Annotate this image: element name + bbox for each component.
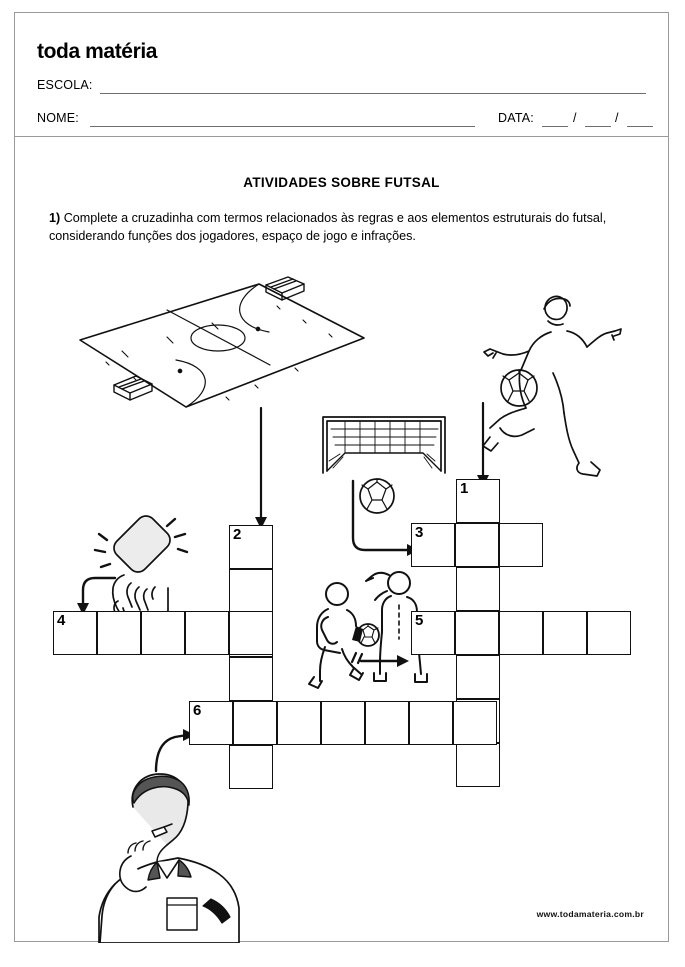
- crossword-cell[interactable]: [277, 701, 321, 745]
- crossword-cell[interactable]: [409, 701, 453, 745]
- crossword-cell[interactable]: [141, 611, 185, 655]
- crossword-cell[interactable]: [233, 701, 277, 745]
- crossword-clue-number-1: 1: [460, 480, 469, 497]
- crossword-cell[interactable]: [456, 743, 500, 787]
- crossword-cell-start-2[interactable]: 2: [229, 525, 273, 569]
- crossword-cell[interactable]: [229, 745, 273, 789]
- footer-url: www.todamateria.com.br: [536, 909, 644, 919]
- crossword-cell[interactable]: [499, 523, 543, 567]
- crossword-cell[interactable]: [229, 657, 273, 701]
- escola-label: ESCOLA:: [37, 78, 93, 92]
- crossword-cell[interactable]: [456, 655, 500, 699]
- data-label: DATA:: [498, 111, 534, 125]
- crossword-cell[interactable]: [229, 611, 273, 655]
- data-month-line[interactable]: [585, 126, 611, 127]
- crossword-cell[interactable]: [455, 523, 499, 567]
- crossword-clue-number-3: 3: [415, 524, 424, 541]
- crossword-cell-start-4[interactable]: 4: [53, 611, 97, 655]
- crossword-cell[interactable]: [453, 701, 497, 745]
- instruction-text: 1) Complete a cruzadinha com termos rela…: [49, 209, 629, 246]
- crossword-cell-start-6[interactable]: 6: [189, 701, 233, 745]
- crossword-cell-start-5[interactable]: 5: [411, 611, 455, 655]
- data-day-line[interactable]: [542, 126, 568, 127]
- crossword-cell-start-1[interactable]: 1: [456, 479, 500, 523]
- crossword-clue-number-5: 5: [415, 612, 424, 629]
- crossword-cell[interactable]: [365, 701, 409, 745]
- brand-logo: toda matéria: [37, 40, 158, 63]
- data-year-line[interactable]: [627, 126, 653, 127]
- crossword-cell[interactable]: [229, 569, 273, 613]
- page-title: ATIVIDADES SOBRE FUTSAL: [243, 175, 440, 190]
- data-slash-1: /: [573, 111, 577, 125]
- crossword-cell[interactable]: [97, 611, 141, 655]
- worksheet-page: toda matéria ESCOLA: NOME: DATA: / / ATI…: [14, 12, 670, 943]
- crossword-clue-number-2: 2: [233, 526, 242, 543]
- crossword-grid[interactable]: 1 2 3 4 5 6: [15, 13, 670, 943]
- crossword-cell[interactable]: [499, 611, 543, 655]
- crossword-cell[interactable]: [455, 611, 499, 655]
- instruction-body: Complete a cruzadinha com termos relacio…: [49, 211, 607, 244]
- crossword-cell[interactable]: [543, 611, 587, 655]
- crossword-cell[interactable]: [456, 567, 500, 611]
- nome-input-line[interactable]: [90, 126, 475, 127]
- crossword-cell[interactable]: [321, 701, 365, 745]
- instruction-number: 1): [49, 211, 61, 225]
- crossword-cell[interactable]: [587, 611, 631, 655]
- worksheet-header: toda matéria ESCOLA: NOME: DATA: / /: [15, 13, 668, 137]
- crossword-cell[interactable]: [185, 611, 229, 655]
- crossword-cell-start-3[interactable]: 3: [411, 523, 455, 567]
- nome-label: NOME:: [37, 111, 79, 125]
- crossword-clue-number-6: 6: [193, 702, 202, 719]
- crossword-clue-number-4: 4: [57, 612, 66, 629]
- data-slash-2: /: [615, 111, 619, 125]
- escola-input-line[interactable]: [100, 93, 646, 94]
